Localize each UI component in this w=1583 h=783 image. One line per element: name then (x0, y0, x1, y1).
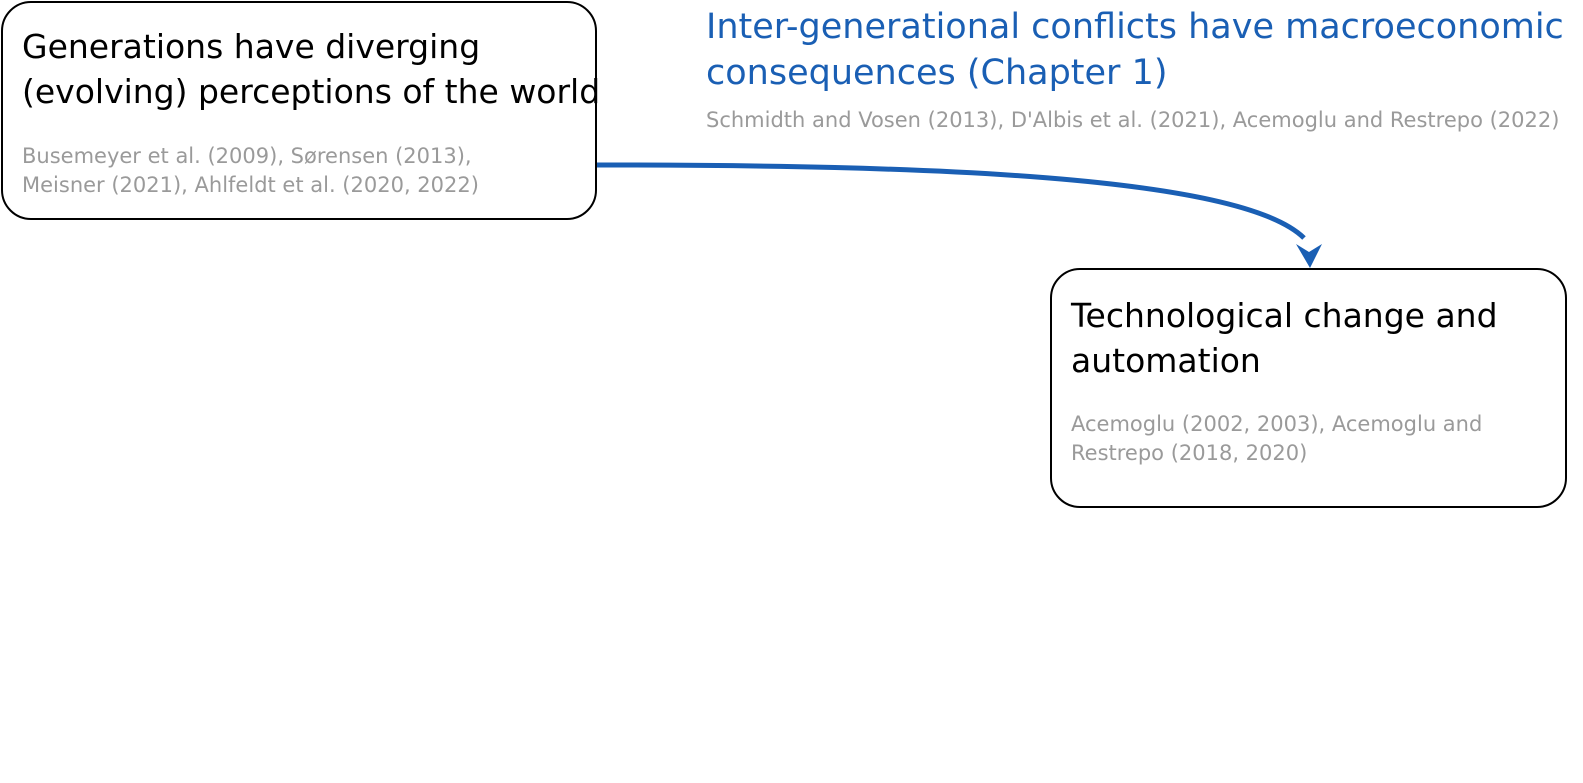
node-perceptions-ref-line-2: Meisner (2021), Ahlfeldt et al. (2020, 2… (22, 173, 479, 197)
node-technology-ref-line-1: Acemoglu (2002, 2003), Acemoglu and (1071, 412, 1483, 436)
node-technology-references: Acemoglu (2002, 2003), Acemoglu and Rest… (1071, 410, 1482, 468)
heading-line-1: Inter-generational conflicts have macroe… (706, 7, 1564, 47)
node-perceptions-title: Generations have diverging (evolving) pe… (22, 24, 600, 114)
node-perceptions-title-line-1: Generations have diverging (22, 27, 481, 66)
connector-arrow (596, 162, 1306, 240)
heading-references: Schmidth and Vosen (2013), D'Albis et al… (706, 108, 1560, 132)
diagram-heading: Inter-generational conflicts have macroe… (706, 4, 1564, 96)
arrowhead (1296, 244, 1322, 268)
node-perceptions: Generations have diverging (evolving) pe… (1, 1, 600, 220)
node-technology-title: Technological change and automation (1071, 293, 1498, 383)
node-perceptions-ref-line-1: Busemeyer et al. (2009), Sørensen (2013)… (22, 144, 472, 168)
node-technology-title-line-2: automation (1071, 341, 1261, 380)
node-technology-ref-line-2: Restrepo (2018, 2020) (1071, 441, 1308, 465)
node-perceptions-title-line-2: (evolving) perceptions of the world (22, 72, 601, 111)
node-technology: Technological change and automation Acem… (1050, 268, 1567, 508)
heading-line-2: consequences (Chapter 1) (706, 53, 1168, 93)
node-technology-title-line-1: Technological change and (1071, 296, 1498, 335)
node-perceptions-references: Busemeyer et al. (2009), Sørensen (2013)… (22, 142, 479, 200)
